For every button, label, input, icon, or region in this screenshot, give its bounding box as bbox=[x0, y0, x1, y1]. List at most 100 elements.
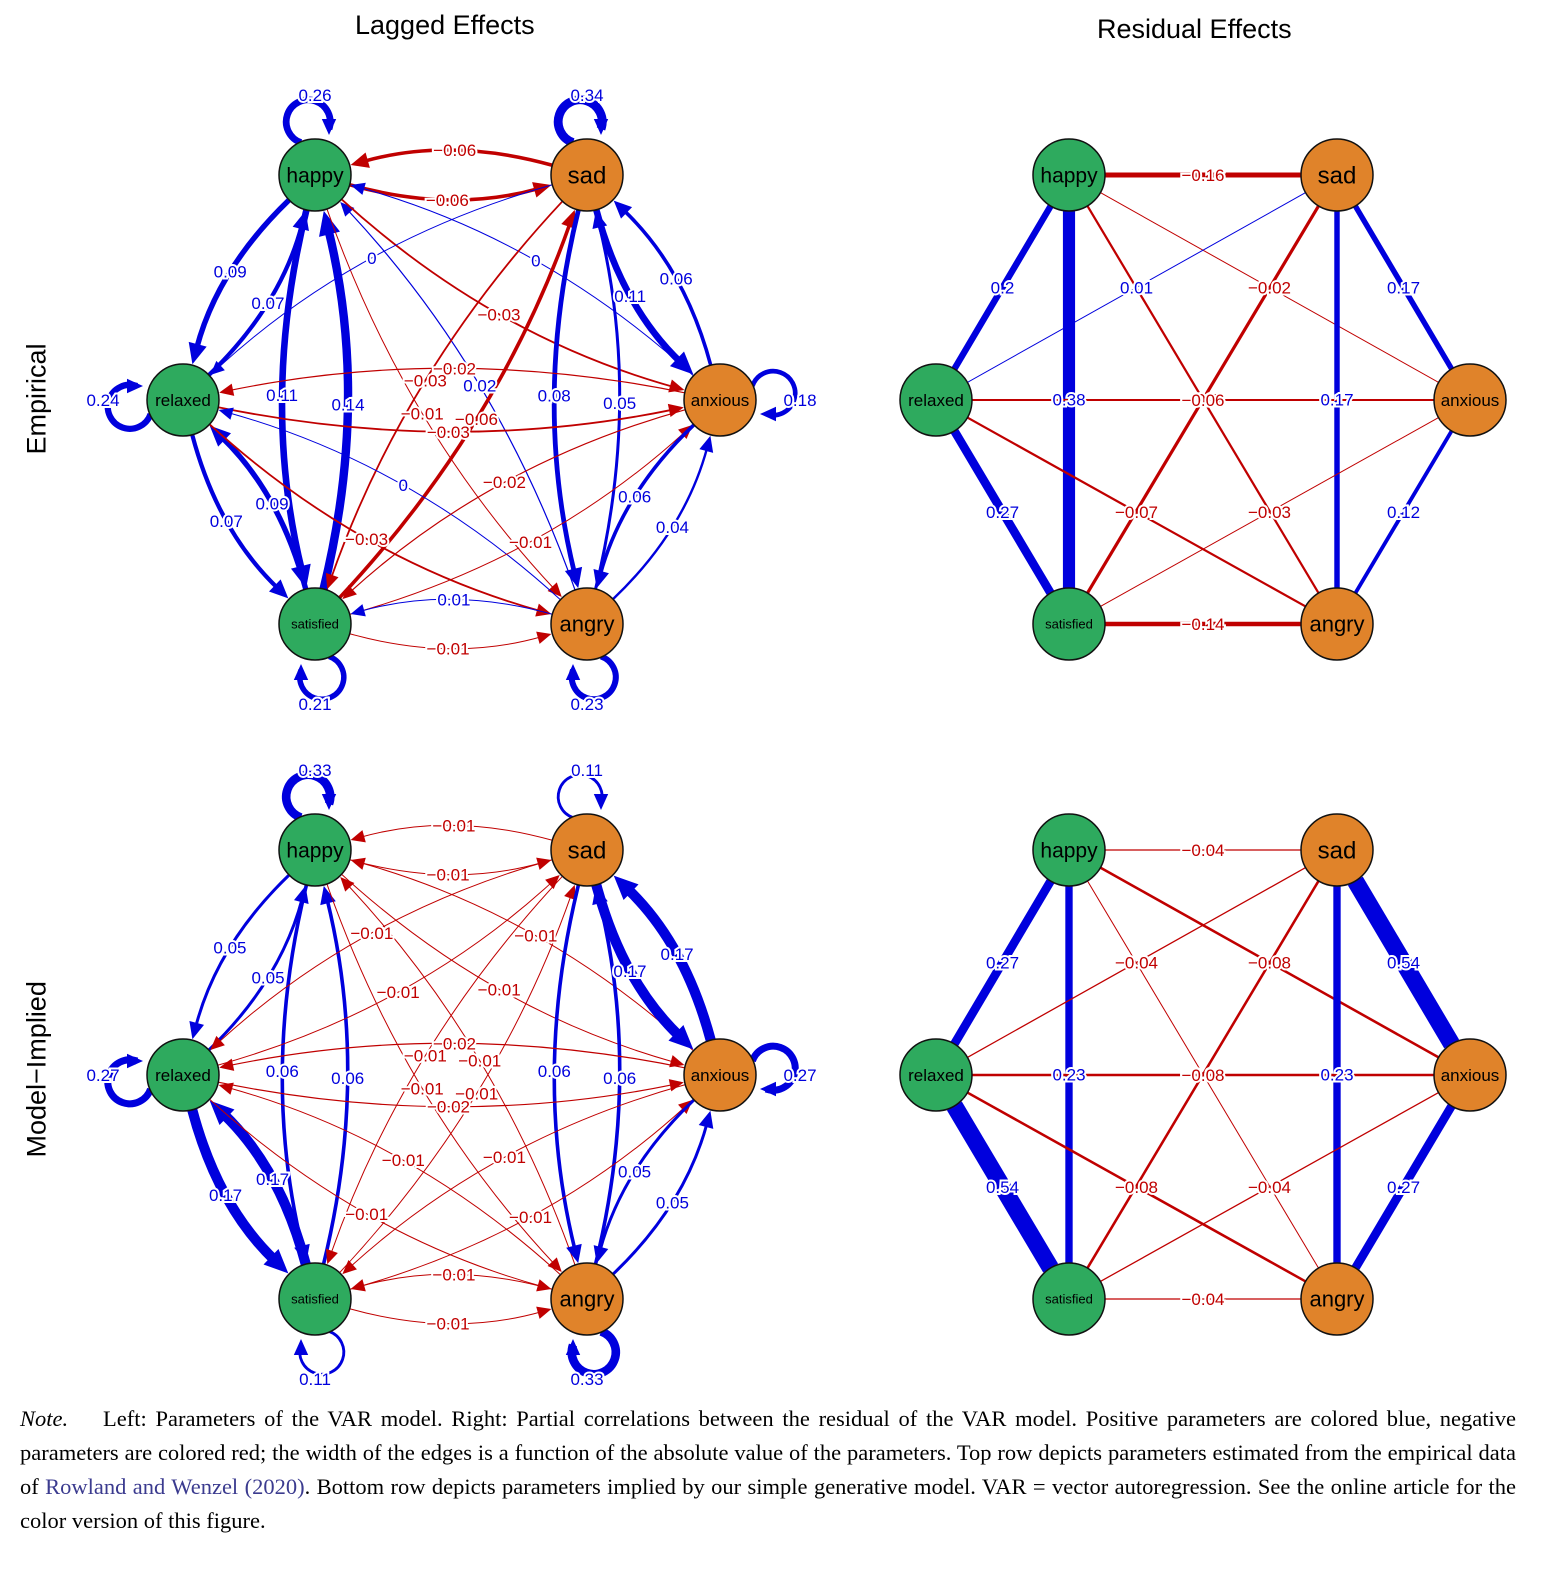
self-loop-anxious bbox=[749, 1042, 799, 1094]
edge-label-happy-anxious: −0.02 bbox=[1248, 279, 1291, 298]
edge-anxious-angry bbox=[598, 1098, 695, 1251]
edge-label-anxious-angry: 0.06 bbox=[618, 488, 651, 507]
node-label-angry: angry bbox=[559, 1287, 614, 1312]
node-circle-anxious bbox=[1433, 1038, 1507, 1112]
self-loop-label-sad: 0.34 bbox=[570, 86, 603, 105]
column-title-lagged: Lagged Effects bbox=[355, 10, 535, 40]
node-label-anxious: anxious bbox=[1441, 1066, 1500, 1085]
edge-label-happy-sad: −0.06 bbox=[426, 191, 469, 210]
edge-label-sad-satisfied: −0.08 bbox=[1181, 1066, 1224, 1085]
edge-labels: −0.06−0.060.090.070.110.14−0.010.02−0.03… bbox=[84, 84, 818, 716]
figure-note: Note. Left: Parameters of the VAR model.… bbox=[20, 1402, 1516, 1538]
node-label-angry: angry bbox=[1309, 612, 1364, 637]
arrowhead-anxious-relaxed bbox=[219, 1058, 235, 1071]
edge-relaxed-satisfied bbox=[190, 434, 279, 590]
edge-relaxed-anxious bbox=[218, 1081, 673, 1108]
note-citation-link[interactable]: Rowland and Wenzel (2020) bbox=[45, 1474, 305, 1499]
edge-angry-sad bbox=[593, 899, 622, 1265]
arrowhead-angry-anxious bbox=[699, 435, 714, 453]
edge-label-happy-satisfied: 0.38 bbox=[1052, 391, 1085, 410]
node-circle-happy bbox=[1032, 813, 1106, 887]
edge-sad-angry bbox=[552, 884, 581, 1250]
edge-label-sad-angry: 0.23 bbox=[1320, 1066, 1353, 1085]
node-sad: sad bbox=[550, 813, 624, 887]
edge-label-angry-happy: 0.02 bbox=[463, 377, 496, 396]
arrowhead-relaxed-sad bbox=[545, 874, 560, 890]
edge-label-happy-angry: −0.02 bbox=[1181, 1066, 1224, 1085]
note-text-1: Left: Parameters of the VAR model. Right… bbox=[20, 1406, 1517, 1499]
edge-relaxed-angry bbox=[209, 1098, 541, 1287]
self-loop-arrowhead-satisfied bbox=[293, 1339, 309, 1355]
edge-label-happy-relaxed: 0.27 bbox=[986, 954, 1019, 973]
node-label-angry: angry bbox=[559, 612, 614, 637]
edge-satisfied-anxious bbox=[349, 432, 685, 615]
edge-relaxed-anxious bbox=[218, 406, 673, 433]
edge-happy-anxious bbox=[341, 873, 674, 1063]
node-circle-satisfied bbox=[1032, 1262, 1106, 1336]
edge-label-sad-relaxed: −0.04 bbox=[1115, 954, 1158, 973]
edge-relaxed-satisfied bbox=[950, 428, 1055, 596]
node-circle-happy bbox=[278, 138, 352, 212]
node-circle-angry bbox=[1300, 587, 1374, 661]
node-happy: happy bbox=[278, 138, 352, 212]
self-loop-arrowhead-relaxed bbox=[127, 1053, 143, 1069]
edge-sad-relaxed bbox=[967, 867, 1306, 1058]
edge-anxious-sad bbox=[622, 209, 713, 366]
arrowhead-angry-anxious bbox=[698, 1110, 714, 1129]
edge-label-satisfied-sad: −0.01 bbox=[455, 1085, 498, 1104]
node-label-relaxed: relaxed bbox=[155, 1066, 211, 1085]
edge-happy-satisfied bbox=[278, 209, 310, 572]
node-label-relaxed: relaxed bbox=[908, 1066, 964, 1085]
edge-sad-angry bbox=[551, 209, 581, 574]
edge-happy-angry bbox=[326, 208, 555, 590]
arrowhead-angry-sad bbox=[592, 210, 608, 230]
node-label-sad: sad bbox=[1318, 837, 1357, 864]
edge-happy-sad bbox=[349, 182, 539, 202]
self-loop-sad bbox=[553, 95, 607, 147]
node-label-satisfied: satisfied bbox=[291, 617, 339, 632]
edge-label-happy-sad: −0.04 bbox=[1181, 841, 1224, 860]
edge-label-sad-anxious: 0.54 bbox=[1387, 954, 1420, 973]
edge-satisfied-sad bbox=[339, 895, 572, 1274]
node-satisfied: satisfied bbox=[278, 587, 352, 661]
self-loop-label-sad: 0.11 bbox=[571, 761, 603, 780]
edges bbox=[950, 172, 1455, 627]
edge-label-angry-sad: 0.05 bbox=[603, 394, 636, 413]
edge-label-satisfied-angry: −0.01 bbox=[427, 640, 470, 659]
edge-label-anxious-relaxed: −0.02 bbox=[433, 1034, 476, 1053]
edge-label-sad-anxious: 0.11 bbox=[614, 287, 646, 306]
edge-label-anxious-angry: 0.12 bbox=[1387, 503, 1420, 522]
edge-label-angry-satisfied: 0.01 bbox=[437, 590, 470, 609]
edges bbox=[946, 849, 1460, 1300]
edge-label-angry-happy: −0.01 bbox=[458, 1052, 501, 1071]
edge-label-happy-relaxed: 0.2 bbox=[991, 279, 1015, 298]
edge-label-satisfied-angry: −0.04 bbox=[1181, 1290, 1224, 1309]
edge-anxious-satisfied bbox=[350, 1084, 686, 1267]
edge-label-anxious-happy: −0.01 bbox=[514, 927, 557, 946]
edge-label-sad-satisfied: −0.1 bbox=[1186, 391, 1220, 410]
node-label-happy: happy bbox=[286, 839, 344, 862]
edge-happy-anxious bbox=[340, 198, 674, 388]
node-satisfied: satisfied bbox=[1032, 1262, 1106, 1336]
node-label-anxious: anxious bbox=[691, 391, 750, 410]
edge-happy-relaxed bbox=[950, 878, 1055, 1047]
self-loop-arrowhead-angry bbox=[565, 664, 581, 680]
edge-label-satisfied-anxious: −0.01 bbox=[509, 533, 552, 552]
self-loop-relaxed bbox=[104, 381, 154, 432]
edge-angry-relaxed bbox=[229, 412, 561, 601]
edge-label-relaxed-satisfied: 0.54 bbox=[986, 1178, 1019, 1197]
node-circle-satisfied bbox=[278, 1262, 352, 1336]
node-label-satisfied: satisfied bbox=[1045, 617, 1093, 632]
edge-label-sad-relaxed: −0.01 bbox=[350, 924, 393, 943]
edge-label-happy-relaxed: 0.09 bbox=[214, 263, 247, 282]
edge-label-relaxed-happy: 0.07 bbox=[251, 294, 284, 313]
node-circle-happy bbox=[1032, 138, 1106, 212]
arrowhead-anxious-satisfied bbox=[342, 585, 357, 600]
self-loop-arrowhead-satisfied bbox=[293, 664, 309, 680]
edge-anxious-angry bbox=[598, 423, 696, 576]
edges bbox=[104, 770, 799, 1379]
edge-label-sad-angry: 0.06 bbox=[538, 1062, 571, 1081]
